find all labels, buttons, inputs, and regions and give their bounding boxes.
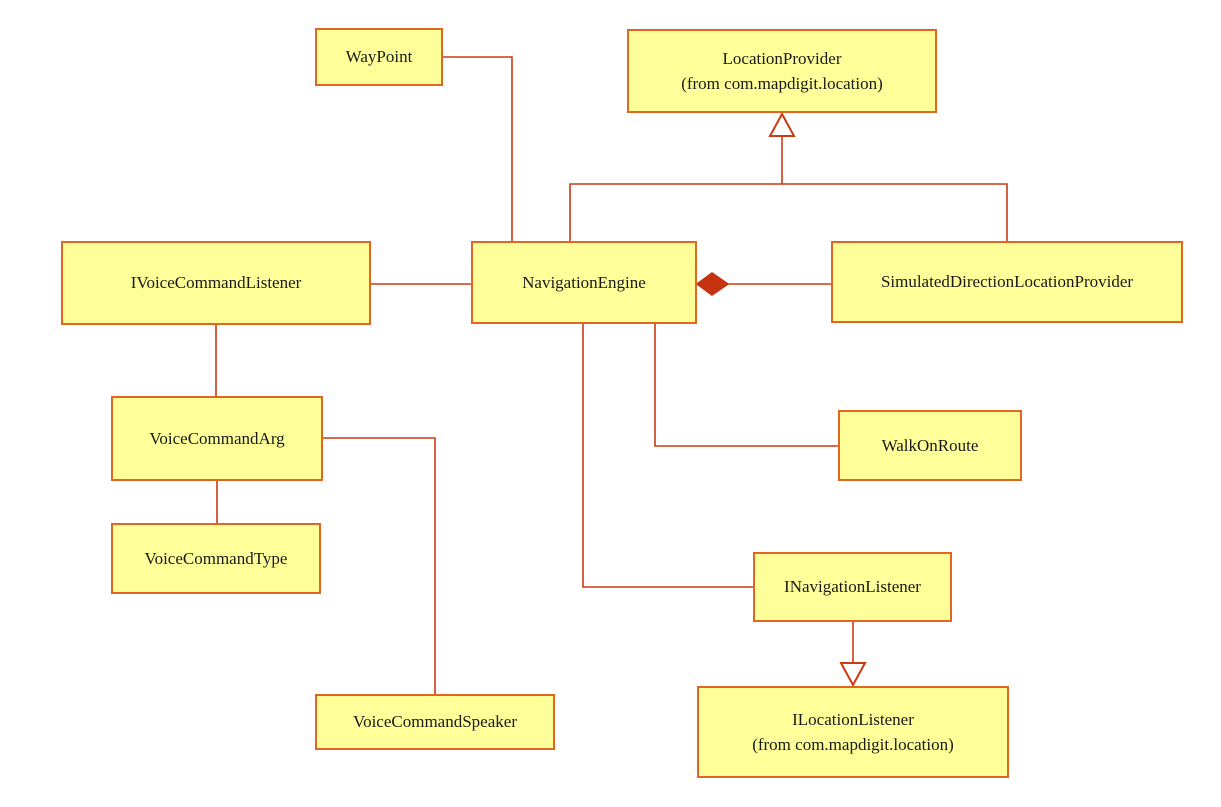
class-name-label: ILocationListener [792,709,914,729]
class-ivoicecommandlistener[interactable]: IVoiceCommandListener [61,241,371,325]
class-locationprovider[interactable]: LocationProvider (from com.mapdigit.loca… [627,29,937,113]
class-simulateddirectionlocationprovider[interactable]: SimulatedDirectionLocationProvider [831,241,1183,323]
class-package-label: (from com.mapdigit.location) [681,74,883,93]
class-name-label: INavigationListener [784,577,921,597]
association-waypoint-navigationengine [443,56,513,241]
class-package-label: (from com.mapdigit.location) [752,735,954,754]
association-voicecommandarg-voicecommandspeaker [323,437,436,694]
generalization-to-locationprovider [569,111,1008,241]
class-name-label: LocationProvider [722,48,842,68]
class-voicecommandarg[interactable]: VoiceCommandArg [111,396,323,481]
association-navigationengine-walkonroute [654,324,838,447]
composition-diamond-icon [695,272,730,296]
class-name-label: VoiceCommandArg [149,428,285,448]
class-name-label: WalkOnRoute [881,435,979,455]
class-voicecommandtype[interactable]: VoiceCommandType [111,523,321,594]
generalization-arrowhead-icon [768,111,796,137]
generalization-arrowhead-icon [839,662,867,688]
class-name-label: IVoiceCommandListener [130,273,302,293]
class-voicecommandspeaker[interactable]: VoiceCommandSpeaker [315,694,555,750]
class-ilocationlistener[interactable]: ILocationListener (from com.mapdigit.loc… [697,686,1009,778]
class-walkonroute[interactable]: WalkOnRoute [838,410,1022,481]
composition-navigationengine-simulatedprovider [695,272,831,296]
class-name-label: SimulatedDirectionLocationProvider [880,272,1134,292]
class-name-label: WayPoint [345,47,413,67]
class-inavigationlistener[interactable]: INavigationListener [753,552,952,622]
association-navigationengine-inavigationlistener [582,324,753,588]
class-name-label: NavigationEngine [522,272,646,292]
class-name-label: VoiceCommandType [144,548,288,568]
class-navigationengine[interactable]: NavigationEngine [471,241,697,324]
class-name-label: VoiceCommandSpeaker [353,712,517,732]
generalization-inavigationlistener-ilocationlistener [839,622,867,688]
class-waypoint[interactable]: WayPoint [315,28,443,86]
